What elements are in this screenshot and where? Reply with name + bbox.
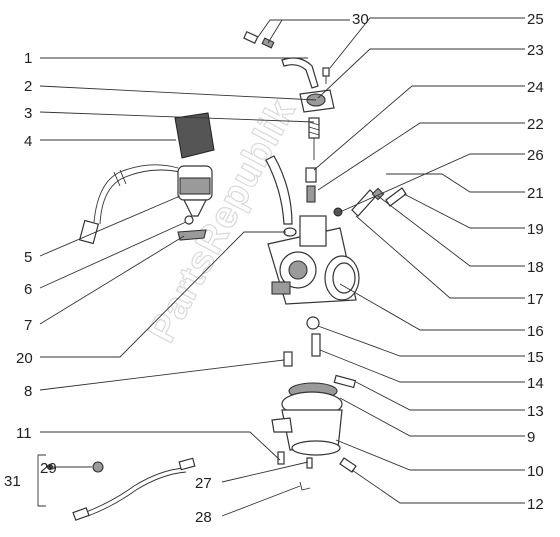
callout-28: 28 (195, 509, 212, 526)
callout-19: 19 (527, 221, 544, 238)
callout-7: 7 (24, 317, 32, 334)
parts-17-21-screws (351, 187, 407, 217)
part-6-7-clip (177, 215, 207, 241)
callout-21: 21 (527, 185, 544, 202)
callout-26: 26 (527, 147, 544, 164)
callout-25: 25 (527, 11, 544, 28)
part-29-tube (72, 457, 196, 521)
parts-14-15 (306, 316, 321, 357)
part-30-screws (243, 30, 275, 49)
carburetor-body (267, 215, 360, 305)
callout-4: 4 (24, 133, 32, 150)
part-4-cap (174, 112, 215, 159)
callout-17: 17 (527, 291, 544, 308)
callout-31: 31 (4, 473, 21, 490)
callout-23: 23 (527, 42, 544, 59)
callout-5: 5 (24, 249, 32, 266)
leader-lines (37, 17, 525, 517)
parts-illustration (47, 30, 407, 521)
part-5-choke-assembly (78, 164, 213, 245)
part-1-fuel-pipe (281, 57, 319, 89)
callout-30: 30 (352, 11, 369, 28)
callout-6: 6 (24, 281, 32, 298)
part-25-screw (322, 67, 330, 84)
callout-12: 12 (527, 496, 544, 513)
callout-16: 16 (527, 323, 544, 340)
callout-9: 9 (527, 429, 535, 446)
cable-guide (265, 155, 293, 225)
callout-3: 3 (24, 105, 32, 122)
callout-2: 2 (24, 78, 32, 95)
callout-29: 29 (40, 460, 57, 477)
callout-18: 18 (527, 259, 544, 276)
callout-22: 22 (527, 116, 544, 133)
parts-11-12-27-28 (277, 451, 357, 491)
callout-numbers: 30 25 1 23 2 24 3 22 4 26 21 19 5 18 6 1… (4, 11, 544, 526)
callout-1: 1 (24, 50, 32, 67)
part-2-cap (299, 89, 335, 113)
callout-11: 11 (16, 425, 32, 442)
part-3-spring-needle (308, 117, 320, 160)
callout-13: 13 (527, 403, 544, 420)
callout-27: 27 (195, 475, 212, 492)
parts-22-24-26 (305, 167, 343, 217)
part-13-gasket (333, 374, 357, 389)
callout-14: 14 (527, 375, 544, 392)
callout-15: 15 (527, 349, 544, 366)
float-bowl (271, 382, 343, 456)
callout-8: 8 (24, 383, 32, 400)
part-8-jet (283, 351, 293, 367)
callout-20: 20 (16, 350, 33, 367)
callout-10: 10 (527, 463, 544, 480)
callout-24: 24 (527, 79, 544, 96)
